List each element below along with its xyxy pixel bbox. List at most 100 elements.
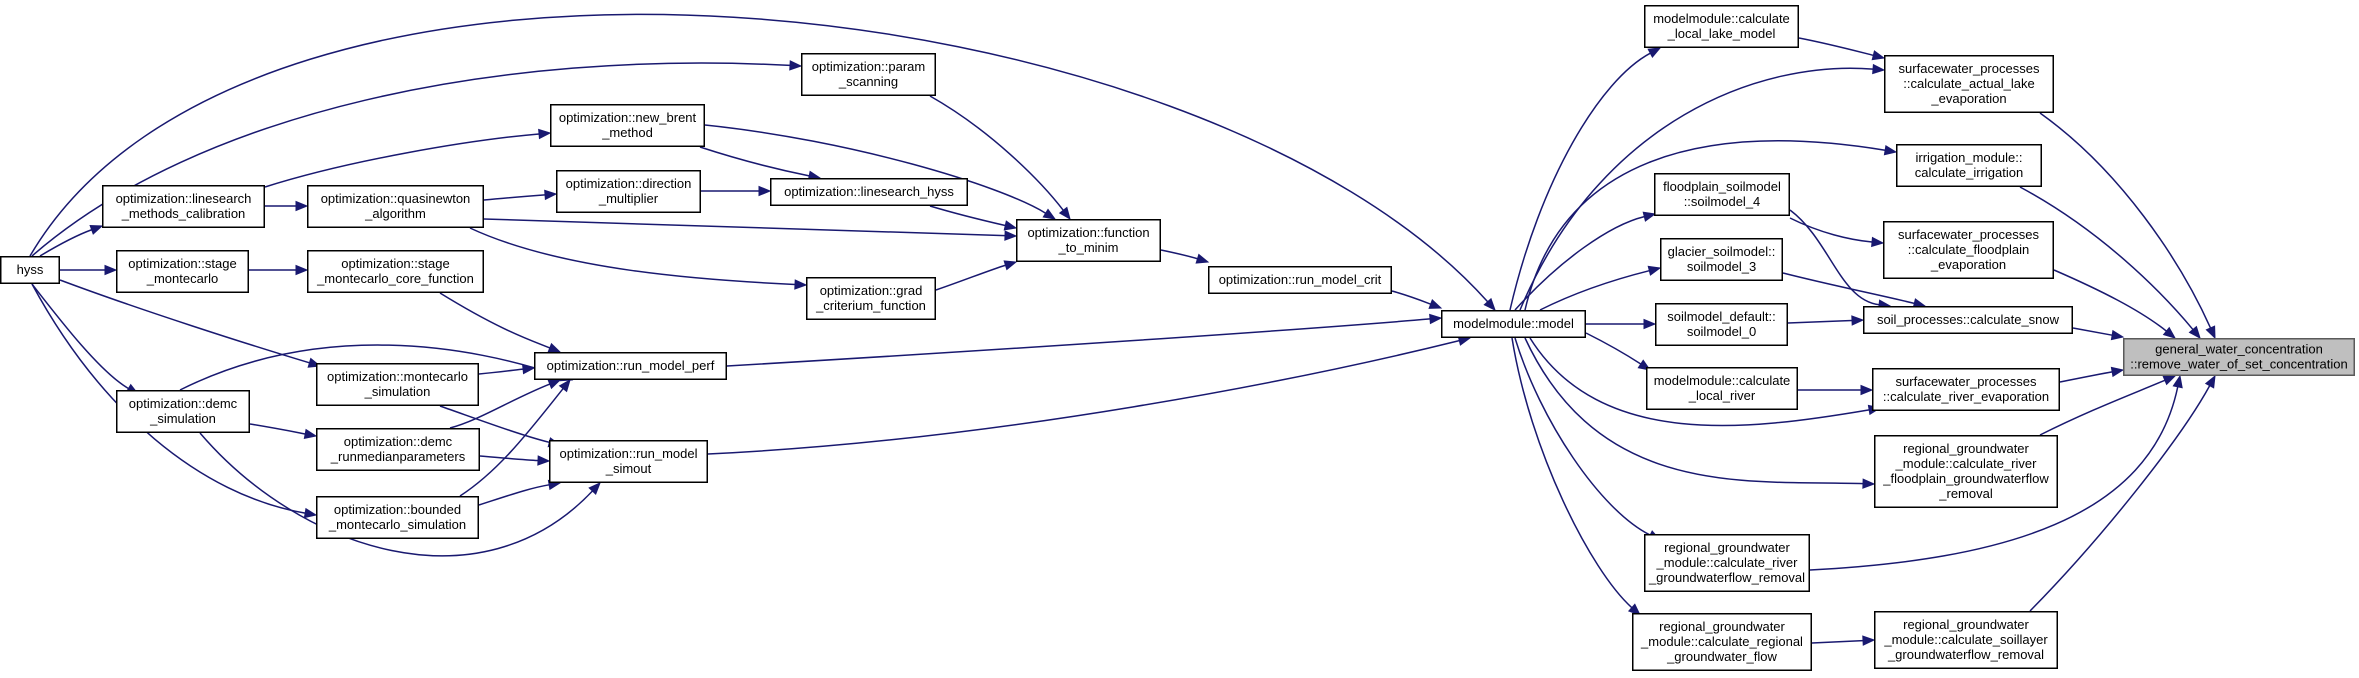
node-box [801,53,936,96]
node-box [316,496,479,539]
node-function-to-minim[interactable]: optimization::function_to_minim [1016,219,1161,262]
edge-sw_actual_lake-to-root [2039,112,2216,340]
edge-line [1519,67,1874,311]
arrowhead-icon [1003,260,1018,271]
node-hyss[interactable]: hyss [0,256,60,284]
edge-quasinewton-to-grad_crit [469,227,808,290]
edge-model-to-glacier_soil [1539,265,1662,311]
node-model[interactable]: modelmodule::model [1441,310,1586,338]
edge-line [2053,269,2167,332]
node-box [0,256,60,284]
edge-run_model_perf-to-model [726,313,1443,367]
node-direction-mult[interactable]: optimization::direction_multiplier [556,170,701,213]
arrowhead-icon [758,185,772,197]
node-run-model-crit[interactable]: optimization::run_model_crit [1208,266,1392,294]
edge-calc_local_river-to-sw_river_evap [1798,384,1874,396]
edge-line [2019,186,2194,331]
node-stage-mc[interactable]: optimization::stage_montecarlo [116,250,249,293]
node-box [1644,534,1810,592]
node-box [1655,303,1788,346]
node-calc-local-lake[interactable]: modelmodule::calculate_local_lake_model [1644,5,1799,48]
arrowhead-icon [789,60,803,71]
node-quasinewton[interactable]: optimization::quasinewton_algorithm [307,185,484,228]
node-box [307,250,484,293]
node-run-model-perf[interactable]: optimization::run_model_perf [534,352,727,380]
node-label-line: _groundwater_flow [1666,649,1777,664]
node-rg-soillayer[interactable]: regional_groundwater_module::calculate_s… [1874,611,2058,669]
node-label-line: hyss [17,262,44,277]
node-glacier-soil[interactable]: glacier_soilmodel::soilmodel_3 [1660,238,1783,281]
arrowhead-icon [2110,329,2125,341]
edge-line [1787,319,1853,324]
node-floodplain-soil[interactable]: floodplain_soilmodel::soilmodel_4 [1654,173,1790,216]
node-label-line: modelmodule::model [1453,316,1574,331]
edge-quasinewton-to-direction_mult [483,189,558,201]
node-soilmodel-default[interactable]: soilmodel_default::soilmodel_0 [1655,303,1788,346]
edge-line [726,318,1431,367]
edge-demc_sim-to-demc_runmed [249,423,318,440]
node-box [1646,367,1798,410]
node-grad-crit[interactable]: optimization::grad_criterium_function [806,277,936,320]
edge-line [29,13,1489,303]
edge-hyss-to-model [29,13,1496,311]
node-new-brent[interactable]: optimization::new_brent_method [550,104,705,147]
arrowhead-icon [558,378,571,393]
node-label-line: _simout [605,461,652,476]
node-ls-calib[interactable]: optimization::linesearch_methods_calibra… [102,185,265,228]
node-label-line: _module::calculate_river [1656,555,1799,570]
node-demc-sim[interactable]: optimization::demc_simulation [116,390,250,433]
arrowhead-icon [104,264,118,276]
node-demc-runmed[interactable]: optimization::demc_runmedianparameters [316,428,480,471]
edge-run_model_crit-to-model [1391,290,1443,309]
node-label-line: _scanning [838,74,898,89]
node-irrigation[interactable]: irrigation_module::calculate_irrigation [1896,144,2042,187]
node-run-model-simout[interactable]: optimization::run_model_simout [549,440,708,483]
edge-demc_runmed-to-run_model_simout [479,455,551,466]
node-sw-actual-lake[interactable]: surfacewater_processes::calculate_actual… [1884,55,2054,113]
edge-model-to-rg_regional_gw [1511,337,1641,616]
arrowhead-icon [1883,144,1898,156]
edge-direction_mult-to-ls_hyss [701,185,772,197]
node-sw-floodplain[interactable]: surfacewater_processes::calculate_floodp… [1883,221,2054,279]
node-calc-local-river[interactable]: modelmodule::calculate_local_river [1646,367,1798,410]
node-label-line: _module::calculate_river [1895,456,2038,471]
node-box [534,352,727,380]
node-stage-mc-core[interactable]: optimization::stage_montecarlo_core_func… [307,250,484,293]
arrowhead-icon [588,482,601,495]
node-rg-regional-gw[interactable]: regional_groundwater_module::calculate_r… [1632,613,1812,671]
edge-line [1789,209,1880,306]
edge-line [704,124,1047,214]
edge-hyss-to-bounded_mc [31,283,318,519]
node-soil-snow[interactable]: soil_processes::calculate_snow [1863,306,2073,334]
node-mc-sim[interactable]: optimization::montecarlo_simulation [316,363,479,406]
node-rg-river-gw[interactable]: regional_groundwater_module::calculate_r… [1644,534,1810,592]
node-box [1660,238,1783,281]
edge-line [1789,217,1873,243]
edge-bounded_mc-to-run_model_perf [459,378,571,497]
arrowhead-icon [1429,313,1443,325]
edge-line [929,205,1006,227]
node-label-line: surfacewater_processes [1896,374,2037,389]
node-bounded-mc[interactable]: optimization::bounded_montecarlo_simulat… [316,496,479,539]
node-param-scan[interactable]: optimization::param_scanning [801,53,936,96]
edge-line [935,264,1006,291]
edge-line [1160,249,1198,260]
edge-line [439,292,551,349]
node-ls-hyss[interactable]: optimization::linesearch_hyss [770,178,968,206]
edge-line [59,279,310,364]
edge-soilmodel_default-to-soil_snow [1787,315,1865,326]
edge-calc_local_lake-to-sw_actual_lake [1798,37,1886,61]
edge-mc_sim-to-run_model_perf [478,363,536,375]
edge-sw_floodplain-to-root [2053,269,2177,339]
node-rg-river-floodplain[interactable]: regional_groundwater_module::calculate_r… [1874,435,2058,508]
edge-line [1529,337,1870,427]
arrowhead-icon [1003,220,1018,231]
edge-new_brent-to-ls_hyss [699,146,822,181]
node-sw-river-evap[interactable]: surfacewater_processes::calculate_river_… [1872,368,2060,411]
node-label-line: _evaporation [1930,257,2006,272]
node-layer: hyss optimization::linesearch_methods_cal… [0,5,2355,671]
edge-line [1782,272,1915,305]
node-label-line: regional_groundwater [1903,617,2029,632]
node-box [1208,266,1392,294]
node-box [2123,338,2355,376]
